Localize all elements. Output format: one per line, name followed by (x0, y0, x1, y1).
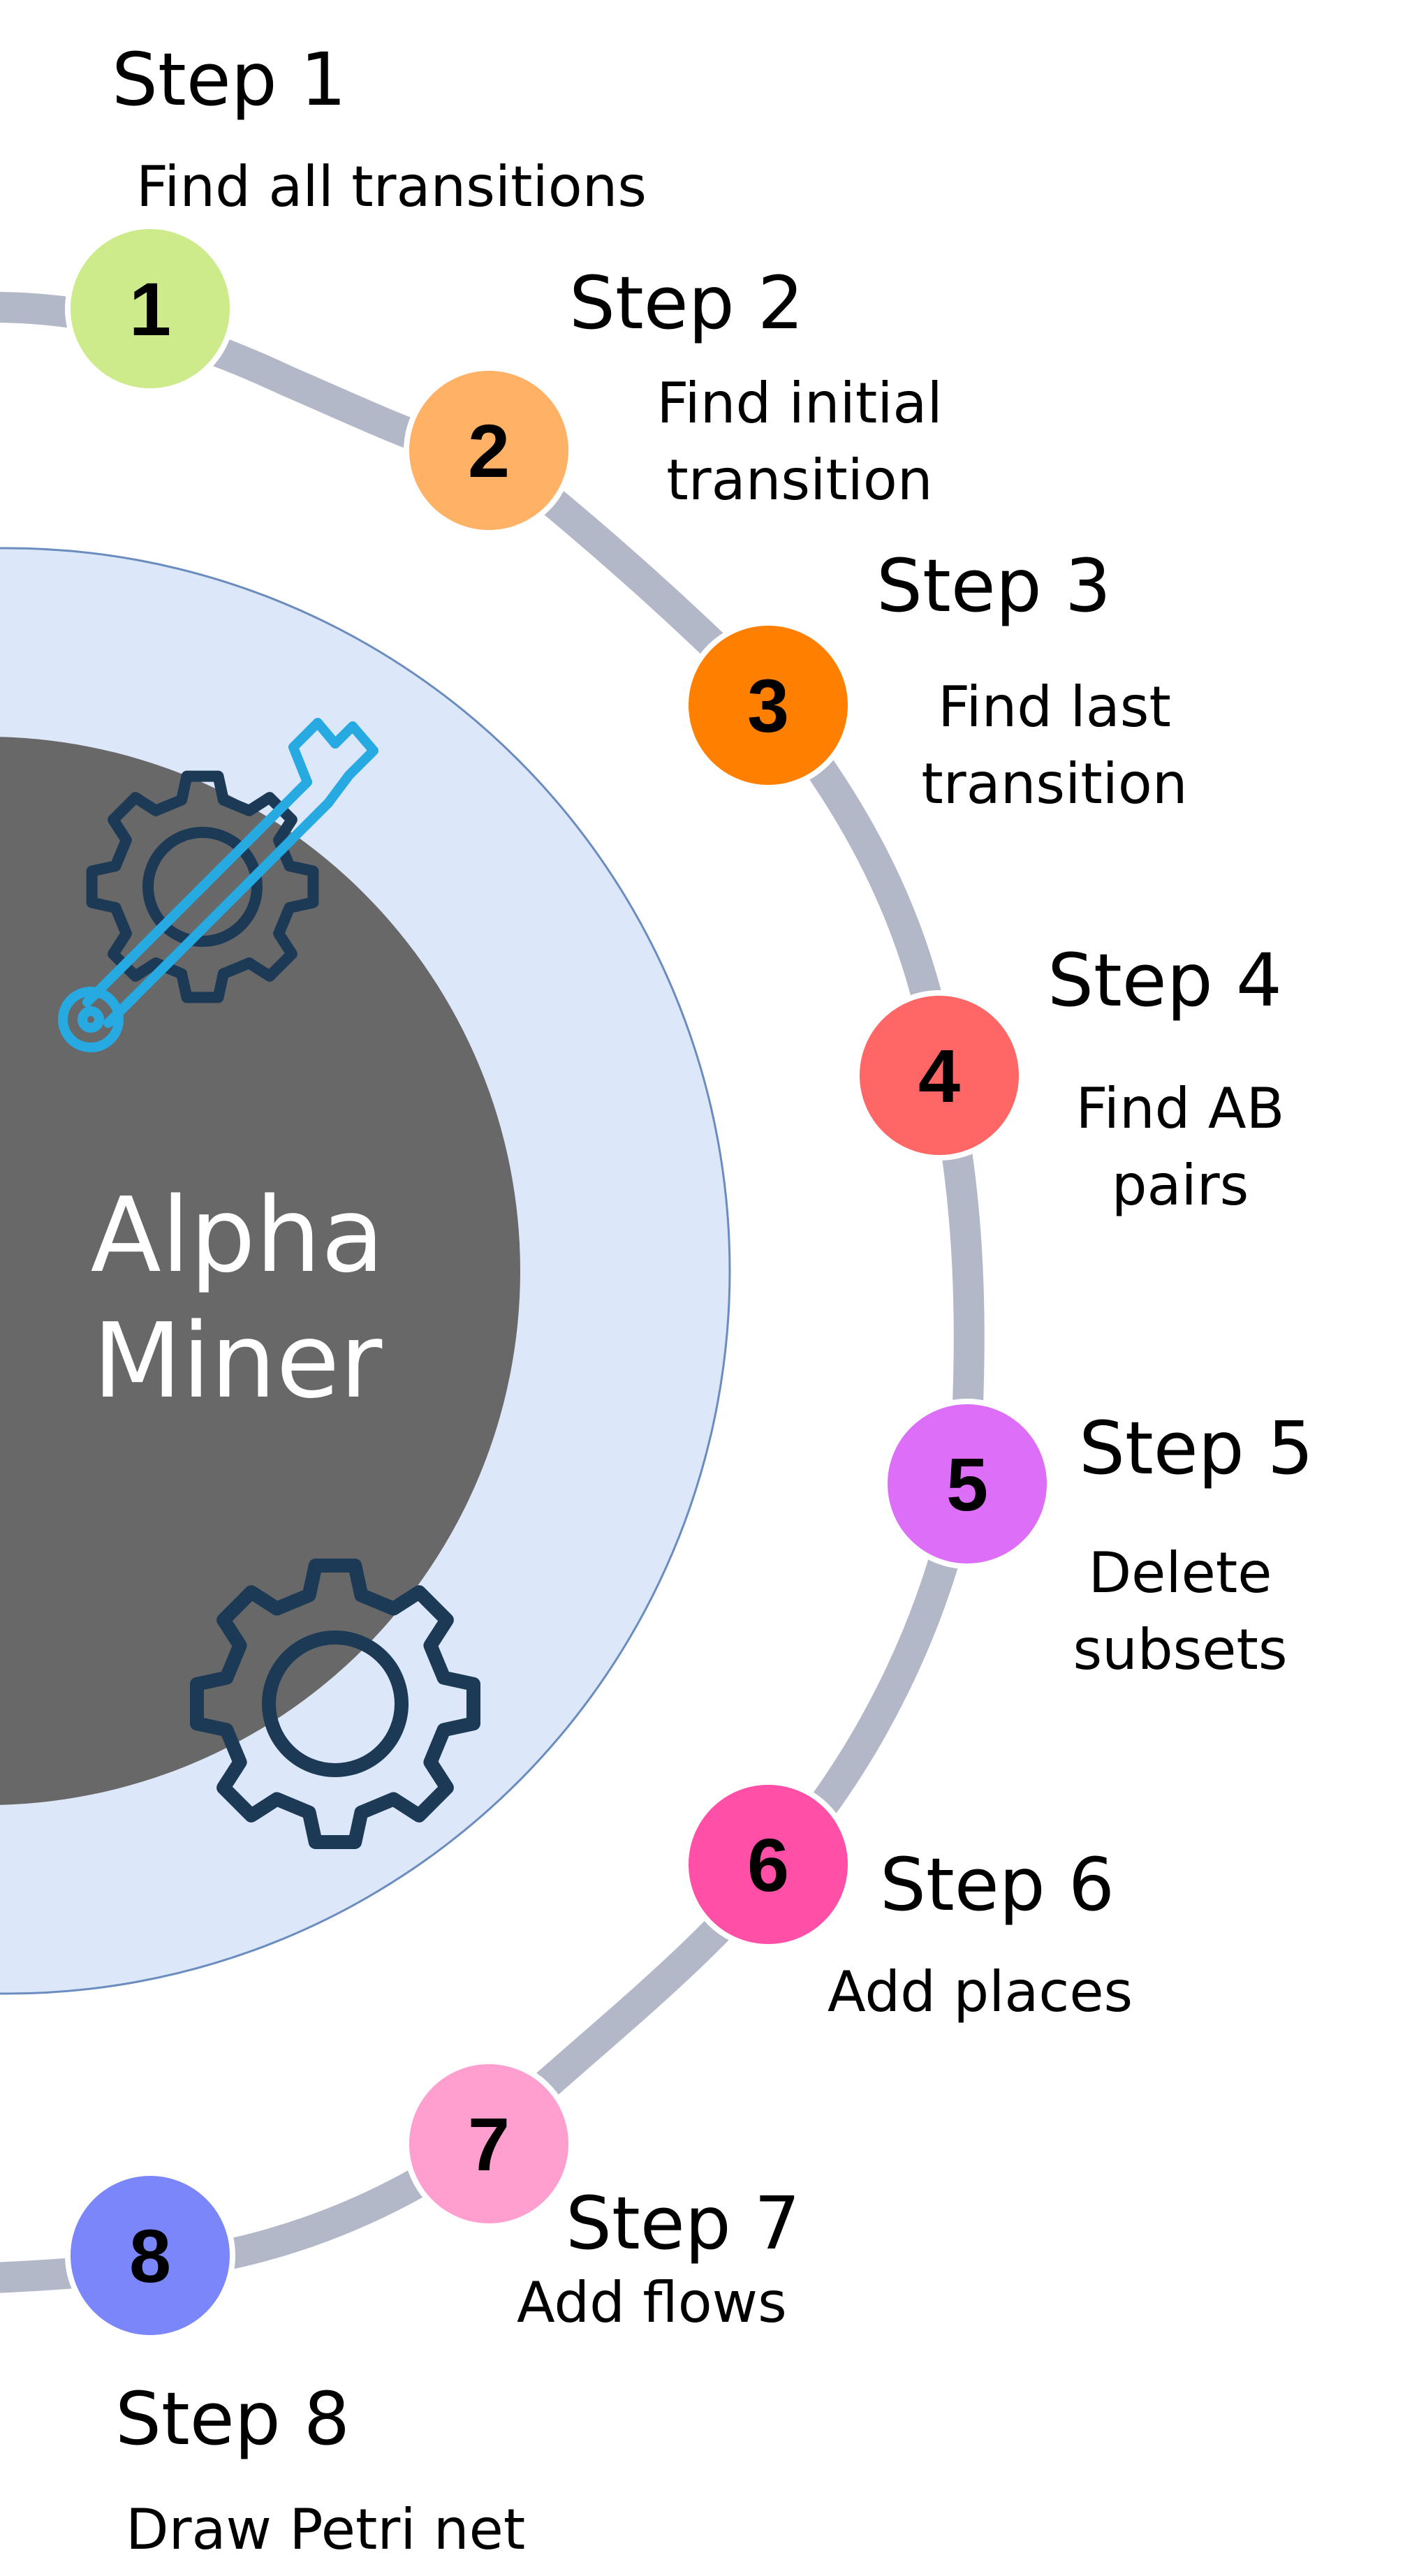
step-node-3: 3 (683, 620, 853, 790)
gear-bottom-outline (190, 1559, 480, 1849)
step-desc-6: Add places (828, 1959, 1133, 2024)
step-node-7: 7 (404, 2059, 574, 2229)
step-title-3: Step 3 (876, 543, 1111, 628)
center-title-line1: Alpha (91, 1175, 385, 1295)
step-node-8: 8 (65, 2170, 235, 2341)
gear-top-outline (86, 770, 319, 1003)
step-circle-7 (404, 2059, 574, 2229)
step-desc-2-line1: Find initial (656, 371, 942, 436)
step-title-4: Step 4 (1047, 938, 1282, 1023)
step-node-5: 5 (882, 1399, 1052, 1569)
step-title-5: Step 5 (1079, 1406, 1314, 1491)
wrench-stroke-0 (82, 777, 312, 1007)
step-desc-5-line2: subsets (1073, 1617, 1287, 1682)
center-title-line2: Miner (93, 1301, 383, 1421)
step-desc-3-line1: Find last (938, 675, 1171, 739)
step-node-2: 2 (404, 365, 574, 536)
step-number-6: 6 (747, 1823, 789, 1907)
step-desc-7: Add flows (517, 2270, 787, 2335)
step-number-4: 4 (918, 1033, 960, 1118)
step-title-6: Step 6 (880, 1842, 1115, 1927)
step-number-2: 2 (468, 409, 510, 493)
step-circle-1 (65, 223, 235, 394)
gear-bottom-hole (262, 1631, 409, 1777)
wrench-ring (58, 987, 124, 1052)
step-node-6: 6 (683, 1779, 853, 1950)
step-circle-8 (65, 2170, 235, 2341)
step-desc-5-line1: Delete (1089, 1540, 1272, 1605)
step-title-7: Step 7 (566, 2181, 800, 2266)
step-desc-3-line2: transition (921, 751, 1187, 816)
step-circle-3 (683, 620, 853, 790)
step-title-8: Step 8 (115, 2376, 350, 2461)
step-desc-1: Find all transitions (136, 154, 647, 219)
step-number-7: 7 (468, 2102, 510, 2186)
step-node-1: 1 (65, 223, 235, 394)
step-title-2: Step 2 (569, 260, 804, 346)
wrench-ring-dot (78, 1006, 104, 1033)
wrench-stroke-1 (103, 798, 333, 1028)
step-desc-4-line1: Find AB (1076, 1076, 1285, 1141)
step-number-8: 8 (129, 2214, 171, 2298)
gear-icon (190, 1559, 480, 1849)
step-node-4: 4 (854, 990, 1024, 1161)
step-desc-4-line2: pairs (1112, 1153, 1249, 1218)
step-number-1: 1 (129, 267, 171, 351)
step-circle-6 (683, 1779, 853, 1950)
step-title-1: Step 1 (112, 37, 346, 122)
step-circle-4 (854, 990, 1024, 1161)
step-desc-2-line2: transition (666, 448, 932, 513)
step-desc-8: Draw Petri net (126, 2497, 525, 2562)
wrench-stroke-2 (288, 718, 378, 808)
step-circle-2 (404, 365, 574, 536)
gear-wrench-icon (58, 718, 378, 1052)
step-number-3: 3 (747, 663, 789, 748)
gear-top-hole (142, 827, 263, 947)
step-number-5: 5 (946, 1442, 988, 1526)
step-circle-5 (882, 1399, 1052, 1569)
